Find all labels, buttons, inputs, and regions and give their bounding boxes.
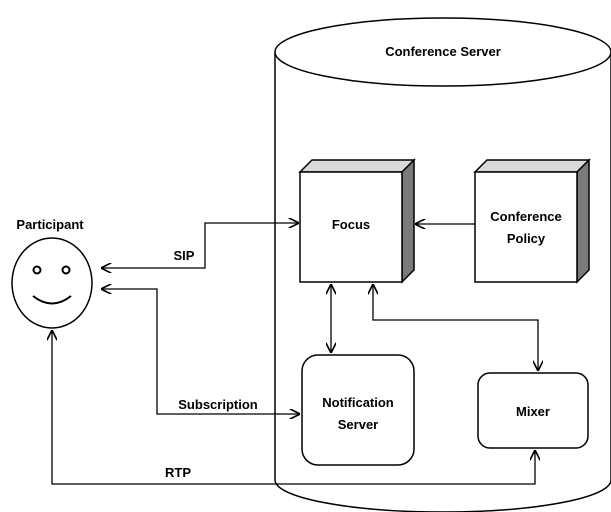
rtp-label: RTP (165, 465, 191, 480)
rtp-connector (52, 331, 535, 485)
focus-box (298, 158, 416, 284)
sip-connector (102, 223, 298, 268)
conference-policy-label-line2: Policy (507, 231, 546, 246)
participant-face-icon (11, 237, 93, 329)
notification-server-label-line2: Server (338, 417, 378, 432)
conference-server-label: Conference Server (385, 44, 501, 59)
focus-label: Focus (332, 217, 370, 232)
notification-server-box (301, 354, 415, 466)
participant-label: Participant (16, 217, 84, 232)
mixer-label: Mixer (516, 404, 550, 419)
conference-policy-label-line1: Conference (490, 209, 562, 224)
subscription-connector (102, 289, 299, 414)
sip-label: SIP (174, 248, 195, 263)
conference-policy-box (473, 158, 591, 284)
notification-server-label-line1: Notification (322, 395, 394, 410)
subscription-label: Subscription (178, 397, 258, 412)
